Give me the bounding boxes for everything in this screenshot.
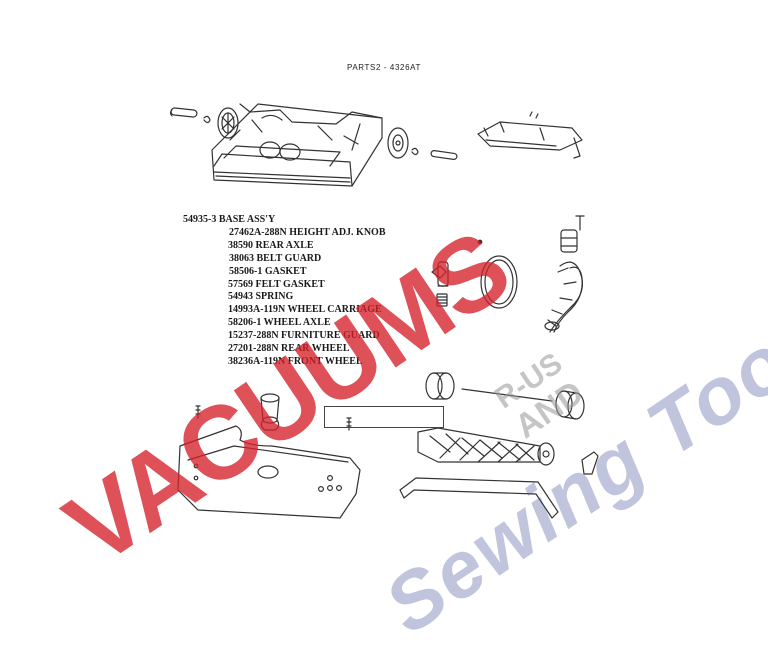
gasket-ring-part bbox=[480, 255, 518, 309]
parts-list-item: 58506-1 GASKET bbox=[229, 265, 307, 277]
exploded-parts-drawing bbox=[169, 103, 599, 519]
wheel-carriage-part bbox=[477, 111, 583, 159]
page-title: PARTS2 - 4326AT bbox=[347, 63, 421, 72]
bottom-plate-part bbox=[177, 425, 361, 519]
side-bracket-part bbox=[581, 451, 599, 475]
parts-list-item: 54943 SPRING bbox=[228, 291, 294, 303]
empty-label-box bbox=[324, 406, 444, 428]
height-adj-knob-part bbox=[431, 261, 449, 287]
parts-list-item: 38063 BELT GUARD bbox=[229, 252, 322, 264]
parts-list-header: 54935-3 BASE ASS'Y bbox=[183, 214, 276, 225]
parts-diagram-page: PARTS2 - 4326AT 54935-3 BASE ASS'Y 27462… bbox=[46, 63, 768, 650]
screw-left-part bbox=[195, 405, 201, 419]
hose-part bbox=[544, 229, 583, 333]
parts-list-item: 38590 REAR AXLE bbox=[228, 239, 314, 251]
parts-list-item: 27462A-288N HEIGHT ADJ. KNOB bbox=[229, 226, 386, 238]
base-assembly-part bbox=[211, 103, 383, 187]
end-cap-part bbox=[555, 390, 585, 420]
furniture-guard-part bbox=[399, 477, 559, 519]
parts-list-item: 57569 FELT GASKET bbox=[228, 278, 325, 290]
spring-part bbox=[436, 293, 448, 307]
wheel-axle-clip-part bbox=[411, 147, 419, 156]
spring-pin-part bbox=[575, 215, 585, 231]
rear-axle-part bbox=[169, 107, 198, 118]
felt-gasket-part bbox=[260, 393, 280, 431]
screw-dot-part bbox=[477, 239, 483, 245]
parts-list-item: 14993A-119N WHEEL CARRIAGE bbox=[228, 304, 382, 316]
agitator-rod-part bbox=[461, 388, 553, 402]
rear-wheel-left-part bbox=[217, 107, 239, 139]
axle-clip-part bbox=[203, 115, 211, 124]
screw-center-part bbox=[346, 417, 352, 431]
parts-list-item: 27201-288N REAR WHEEL bbox=[228, 343, 350, 355]
parts-list-item: 58206-1 WHEEL AXLE bbox=[228, 317, 331, 329]
belt-guard-part bbox=[425, 372, 455, 400]
front-wheel-part bbox=[387, 127, 409, 159]
wheel-axle-part bbox=[430, 150, 458, 160]
brushroll-part bbox=[417, 427, 555, 466]
parts-list-item: 15237-288N FURNITURE GUARD bbox=[228, 330, 380, 342]
parts-list-item: 38236A-119N FRONT WHEEL bbox=[228, 355, 363, 367]
parts-list: 54935-3 BASE ASS'Y 27462A-288N HEIGHT AD… bbox=[183, 214, 443, 369]
